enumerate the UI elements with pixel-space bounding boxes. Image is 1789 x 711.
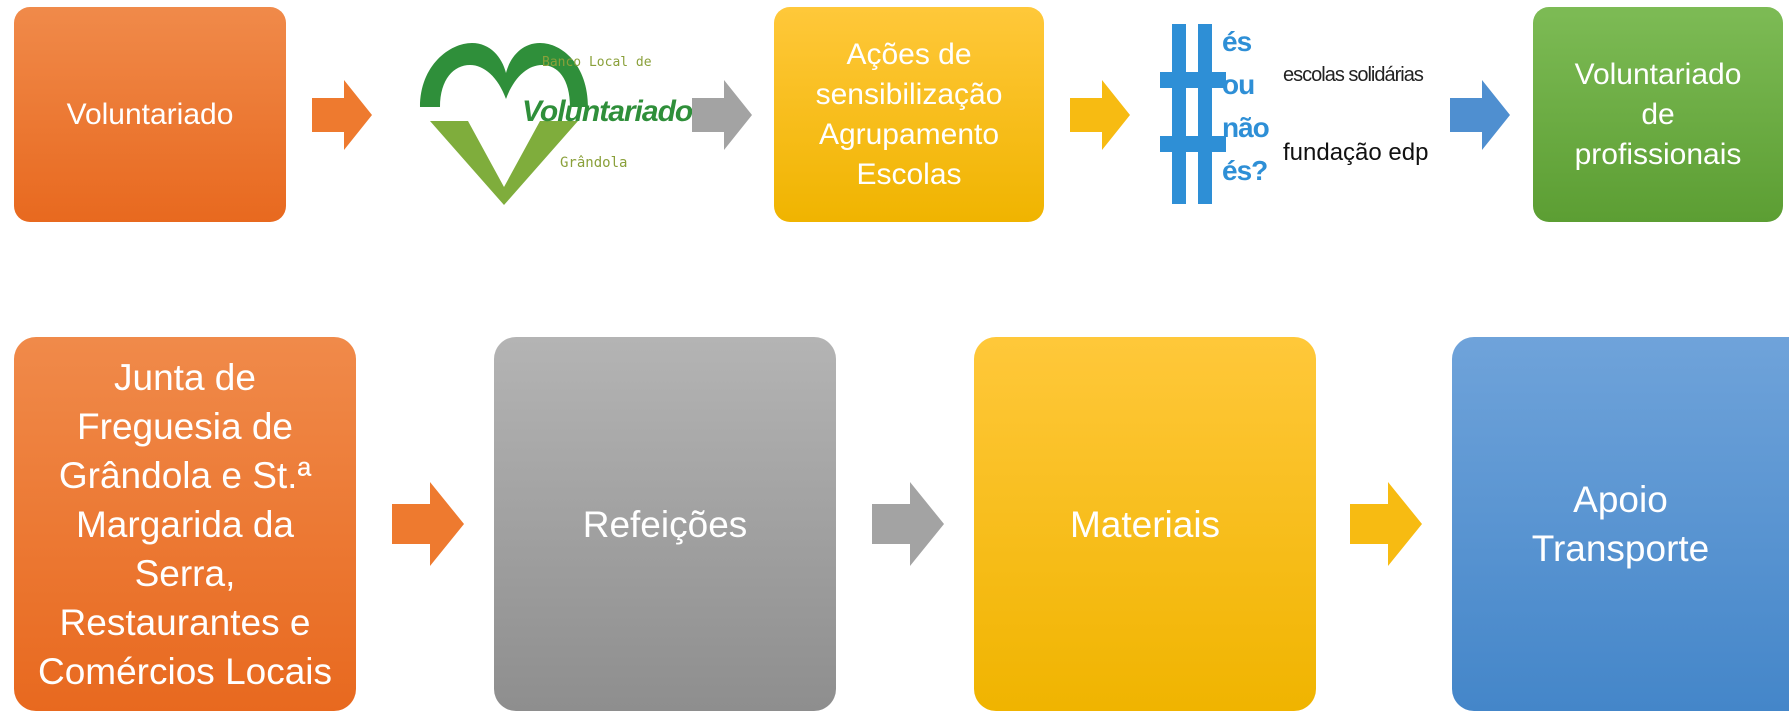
refeicoes-label: Refeições (582, 503, 748, 545)
arrow-right-icon (392, 482, 464, 566)
banco-voluntariado-logo: Banco Local de Voluntariado Grândola (410, 25, 693, 210)
hashtag-icon (1160, 24, 1226, 204)
arrow-right-icon (1350, 482, 1422, 566)
junta-label: Junta de Freguesia de Grândola e St.ª Ma… (37, 356, 333, 692)
banco-logo-line2: Voluntariado (522, 95, 693, 128)
arrow-right-icon (1450, 80, 1510, 150)
arrow-right-icon (1070, 80, 1130, 150)
profissionais-label: Voluntariado de profissionais (1574, 57, 1742, 171)
esou-hashtag-text: és ou não és? (1222, 26, 1270, 186)
escolas-solidarias-text: escolas solidárias (1283, 64, 1424, 86)
arrow-right-icon (692, 80, 752, 150)
transporte-label: Apoio Transporte (1531, 479, 1710, 569)
arrow-right-icon (872, 482, 944, 566)
voluntariado-box: Voluntariado (14, 7, 286, 222)
fundacao-edp-text: fundação edp (1283, 139, 1429, 166)
materiais-label: Materiais (1069, 503, 1221, 545)
esou-fundacao-edp-logo: és ou não és? escolas solidárias fundaçã… (1160, 14, 1428, 214)
junta-freguesia-box: Junta de Freguesia de Grândola e St.ª Ma… (14, 337, 356, 711)
arrow-right-icon (312, 80, 372, 150)
acoes-sensibilizacao-box: Ações de sensibilização Agrupamento Esco… (774, 7, 1044, 222)
banco-logo-line3: Grândola (560, 155, 628, 171)
voluntariado-profissionais-box: Voluntariado de profissionais (1533, 7, 1783, 222)
acoes-label: Ações de sensibilização Agrupamento Esco… (815, 37, 1003, 191)
heart-v-icon (420, 43, 588, 205)
refeicoes-box: Refeições (494, 337, 836, 711)
voluntariado-label: Voluntariado (66, 97, 234, 131)
banco-logo-line1: Banco Local de (542, 55, 652, 70)
materiais-box: Materiais (974, 337, 1316, 711)
apoio-transporte-box: Apoio Transporte (1452, 337, 1789, 711)
